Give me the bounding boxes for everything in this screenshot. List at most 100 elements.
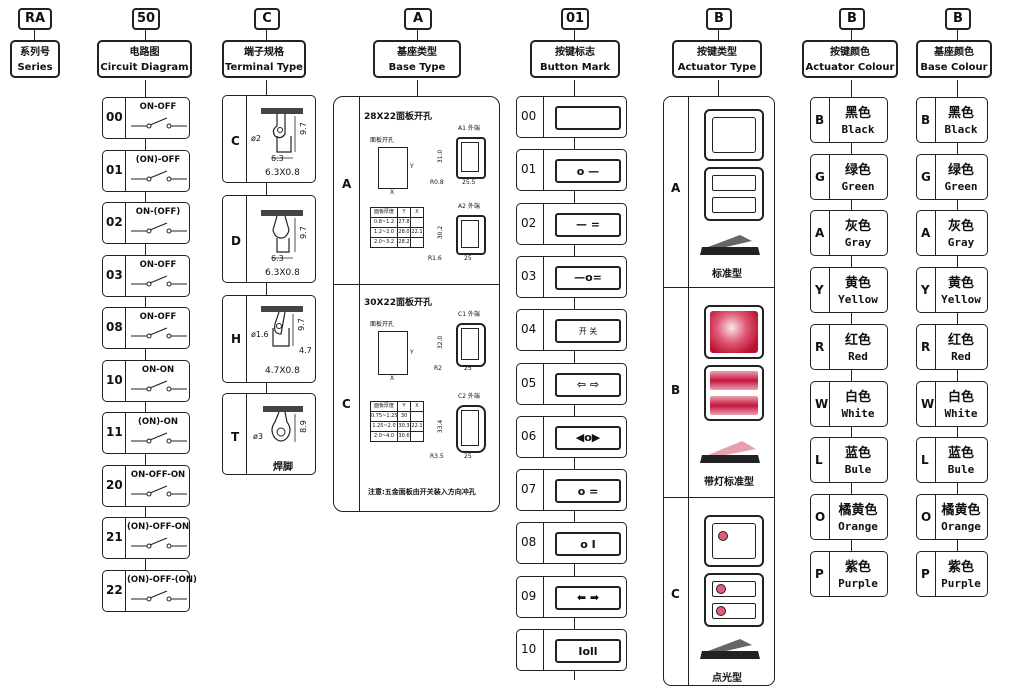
circuit-item-label: ON-ON [141, 364, 175, 375]
circuit-item-label: ON-OFF [139, 102, 177, 112]
circuit-title-en: Circuit Diagram [100, 62, 189, 73]
basecolour-item-en: Gray [947, 236, 975, 250]
table-cell: 28.2 [397, 238, 410, 247]
terminal-item-c[interactable]: C ø2 9.7 6.3 6.3X0.8 [222, 95, 316, 183]
button-symbol: o I [580, 537, 596, 551]
actcolour-item-cn: 绿色 [844, 162, 871, 178]
button-key: o I [555, 532, 621, 557]
base-c2-r: R3.5 [430, 453, 444, 460]
button-key: ⬅ ➡ [555, 585, 621, 610]
terminal-code-t: T [231, 430, 240, 444]
button-key: ⇦ ⇨ [555, 372, 621, 397]
circuit-schematic [131, 589, 187, 601]
actcolour-item-en: Yellow [838, 293, 878, 307]
circuit-item[interactable]: 01(ON)-OFF [102, 149, 190, 192]
terminal-d-drawing [261, 210, 303, 259]
actuator-code-b[interactable]: B [671, 383, 681, 397]
circuit-item[interactable]: 21(ON)-OFF-ON [102, 517, 190, 559]
base-code-c[interactable]: C [342, 397, 351, 411]
mark-item[interactable]: 02— = [516, 202, 627, 245]
table-cell: X [410, 402, 423, 411]
actcolour-item-cn: 蓝色 [844, 446, 871, 462]
actcolour-item-cn: 灰色 [844, 219, 871, 235]
table-cell: 30.3 [397, 422, 410, 431]
basecolour-item-en: Red [951, 349, 971, 363]
actuator-title-en: Actuator Type [677, 62, 757, 73]
actcolour-item-cn: 橘黄色 [838, 502, 878, 518]
actcolour-item-en: Purple [838, 576, 878, 590]
button-symbol: Ioll [578, 644, 598, 658]
actuator-code-c[interactable]: C [671, 587, 680, 601]
terminal-code: C [254, 8, 280, 30]
terminal-title-en: Terminal Type [225, 62, 303, 73]
terminal-h-caption: 4.7X0.8 [265, 366, 300, 376]
table-cell: Y [397, 402, 410, 411]
table-cell: X [410, 208, 423, 217]
terminal-item-h[interactable]: H ø1.6 9.7 4.7 4.7X0.8 [222, 295, 316, 383]
mark-item[interactable]: 05⇦ ⇨ [516, 362, 627, 405]
mark-item[interactable]: 00 [516, 96, 627, 138]
button-symbol: ⬅ ➡ [576, 591, 600, 605]
base-a2-r: R1.6 [428, 255, 442, 262]
terminal-d-height: 9.7 [298, 226, 308, 239]
terminal-item-d[interactable]: D 9.7 6.3 6.3X0.8 [222, 195, 316, 283]
circuit-item[interactable]: 02 ON-(OFF) [102, 202, 190, 244]
circuit-code: 50 [132, 8, 160, 30]
dot-rocker-icon [700, 639, 760, 659]
circuit-item-label: ON-OFF-ON [130, 469, 186, 480]
mark-header: 按键标志 Button Mark [530, 40, 620, 78]
basecolour-item-code: O [921, 509, 932, 524]
mark-item[interactable]: 03—o= [516, 255, 627, 298]
circuit-item[interactable]: 22(ON)-OFF-(ON) [102, 569, 197, 612]
mark-item[interactable]: 06◀o▶ [516, 415, 627, 458]
terminal-item-t[interactable]: T ø3 8.9 焊脚 [222, 393, 316, 475]
circuit-item-code: 22 [106, 582, 123, 597]
actuator-code-a[interactable]: A [671, 181, 681, 195]
circuit-item-label: ON-(OFF) [135, 207, 181, 217]
actuator-b-top-view [704, 305, 764, 359]
base-c1-r: R2 [434, 365, 442, 372]
circuit-item-code: 02 [106, 215, 123, 229]
mark-item[interactable]: 09⬅ ➡ [516, 575, 627, 618]
circuit-schematic [131, 274, 187, 286]
button-symbol: —o= [574, 271, 602, 285]
circuit-item[interactable]: 11(ON)-ON [102, 412, 190, 454]
table-cell: 2.0~4.0 [373, 433, 395, 439]
terminal-code-d: D [231, 234, 241, 248]
base-code-a[interactable]: A [342, 177, 352, 191]
actcolour-item-en: Red [848, 349, 868, 363]
table-cell: 27.8 [397, 218, 410, 227]
table-cell: 30.6 [397, 432, 410, 441]
base-c1-h: 32.0 [437, 335, 445, 350]
actuator-panel: A 标准型 B 带灯标准型 C [663, 96, 775, 686]
